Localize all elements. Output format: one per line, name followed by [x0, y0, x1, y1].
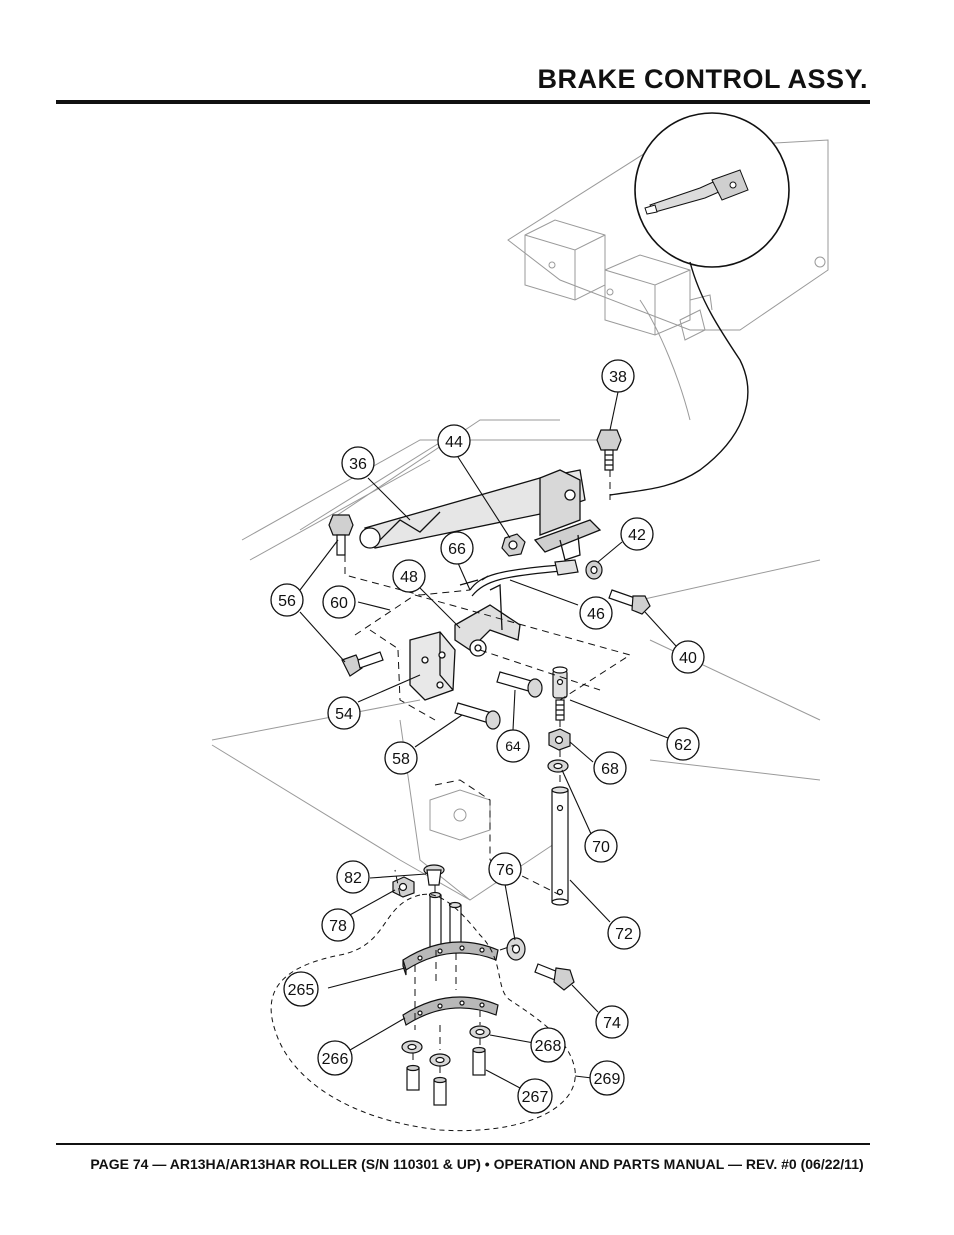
- leader-lines: [299, 391, 677, 1089]
- callout-265: 265: [283, 971, 319, 1007]
- page-title: BRAKE CONTROL ASSY.: [537, 64, 868, 94]
- callout-76: 76: [488, 852, 522, 886]
- clevis-62: [552, 666, 568, 721]
- brake-lever: [359, 469, 602, 561]
- svg-text:40: 40: [679, 650, 697, 667]
- bolt-74: [534, 963, 575, 991]
- nut-44: [501, 533, 526, 557]
- callout-70: 70: [584, 829, 618, 863]
- rod-72: [551, 786, 569, 906]
- callout-68: 68: [593, 751, 627, 785]
- callout-268: 268: [530, 1027, 566, 1063]
- bracket-48: [454, 583, 521, 657]
- pin-58: [454, 702, 501, 730]
- svg-text:66: 66: [448, 541, 466, 558]
- svg-text:60: 60: [330, 595, 348, 612]
- brake-shoe-group: [401, 891, 499, 1106]
- bolt-38: [596, 429, 622, 471]
- svg-text:78: 78: [329, 918, 347, 935]
- svg-text:44: 44: [445, 434, 463, 451]
- svg-text:54: 54: [335, 706, 353, 723]
- dashed-group-outline: [270, 893, 576, 1132]
- linkage-rod: [459, 559, 579, 597]
- bushing-82: [423, 864, 445, 886]
- svg-text:267: 267: [522, 1089, 549, 1106]
- svg-text:265: 265: [288, 982, 315, 999]
- svg-text:56: 56: [278, 593, 296, 610]
- callout-72: 72: [607, 916, 641, 950]
- callout-38: 38: [601, 359, 635, 393]
- svg-text:38: 38: [609, 369, 627, 386]
- callout-44: 44: [437, 424, 471, 458]
- callout-36: 36: [341, 446, 375, 480]
- dashed-guides: [344, 470, 632, 1078]
- svg-text:68: 68: [601, 761, 619, 778]
- svg-text:58: 58: [392, 751, 410, 768]
- svg-text:82: 82: [344, 870, 362, 887]
- svg-text:70: 70: [592, 839, 610, 856]
- callout-46: 46: [579, 596, 613, 630]
- svg-text:268: 268: [535, 1038, 562, 1055]
- callout-266: 266: [317, 1040, 353, 1076]
- callout-40: 40: [671, 640, 705, 674]
- svg-text:72: 72: [615, 926, 633, 943]
- callout-64: 64: [496, 729, 530, 763]
- bolt-56-upper: [328, 514, 354, 556]
- bracket-54: [409, 631, 456, 701]
- washer-42: [585, 560, 603, 580]
- svg-text:76: 76: [496, 862, 514, 879]
- svg-text:62: 62: [674, 737, 692, 754]
- pin-64: [496, 671, 543, 698]
- callout-66: 66: [440, 531, 474, 565]
- callout-78: 78: [321, 908, 355, 942]
- svg-text:266: 266: [322, 1051, 349, 1068]
- callout-54: 54: [327, 696, 361, 730]
- callout-82: 82: [336, 860, 370, 894]
- svg-text:42: 42: [628, 527, 646, 544]
- bolt-56-lower: [341, 651, 384, 677]
- footer-rule: [56, 1143, 870, 1145]
- callout-58: 58: [384, 741, 418, 775]
- detail-inset: [609, 112, 790, 496]
- svg-text:74: 74: [603, 1015, 621, 1032]
- svg-text:46: 46: [587, 606, 605, 623]
- callout-48: 48: [392, 559, 426, 593]
- callout-56: 56: [270, 583, 304, 617]
- callout-267: 267: [517, 1078, 553, 1114]
- svg-text:36: 36: [349, 456, 367, 473]
- callout-42: 42: [620, 517, 654, 551]
- bolt-40: [608, 589, 651, 615]
- svg-text:64: 64: [505, 738, 521, 754]
- svg-text:269: 269: [594, 1071, 621, 1088]
- nut-78: [392, 876, 415, 898]
- washer-70: [547, 759, 569, 773]
- svg-text:48: 48: [400, 569, 418, 586]
- callout-60: 60: [322, 585, 356, 619]
- callout-269: 269: [589, 1060, 625, 1096]
- page-footer: PAGE 74 — AR13HA/AR13HAR ROLLER (S/N 110…: [90, 1156, 864, 1172]
- callout-62: 62: [666, 727, 700, 761]
- callout-74: 74: [595, 1005, 629, 1039]
- header-rule: [56, 100, 870, 104]
- nut-68: [548, 728, 571, 751]
- washer-76: [506, 937, 526, 961]
